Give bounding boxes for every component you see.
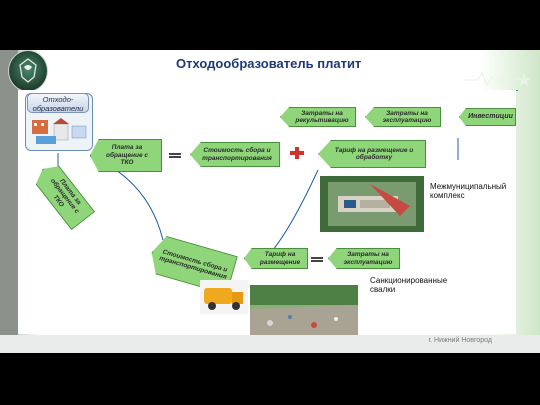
buildings-icon — [32, 118, 87, 144]
bottom-bar — [0, 335, 540, 353]
costs-operation-top-arrow: Затраты на эксплуатацию — [365, 107, 441, 127]
intermunicipal-label: Межмуниципальный комплекс — [430, 182, 507, 200]
sanctioned-label: Санкционированные свалки — [370, 276, 448, 294]
tariff-processing-arrow: Тариф на размещение и обработку — [318, 140, 426, 168]
page-title: Отходообразователь платит — [176, 56, 362, 71]
costs-recultivation-arrow: Затраты на рекультивацию — [280, 107, 356, 127]
generator-label: Отходо- образователи — [27, 93, 89, 113]
slide: Отходообразователь платит Отходо- образо… — [0, 50, 540, 353]
equals-icon — [168, 150, 182, 160]
dump-site-photo — [250, 285, 358, 337]
tariff-placement-arrow: Тариф на размещение — [244, 248, 308, 269]
plus-icon — [290, 147, 304, 159]
decorative-wave-icon — [464, 71, 531, 87]
side-stripe — [0, 50, 18, 353]
landfill-complex-photo — [320, 176, 424, 232]
costs-operation-bottom-arrow: Затраты на эксплуатацию — [328, 248, 400, 269]
footer-location: г. Нижний Новгород — [428, 337, 492, 344]
emblem-icon — [8, 50, 48, 92]
garbage-truck-photo — [200, 280, 248, 314]
cost-collection-arrow: Стоимость сбора и транспортирования — [190, 142, 280, 167]
diagram-area: Отходо- образователи Плата за обращение … — [18, 90, 516, 337]
fee-tko-arrow: Плата за обращение с ТКО — [90, 139, 162, 172]
investments-arrow: Инвестиции — [459, 108, 516, 126]
equals-icon-bottom — [310, 254, 324, 264]
